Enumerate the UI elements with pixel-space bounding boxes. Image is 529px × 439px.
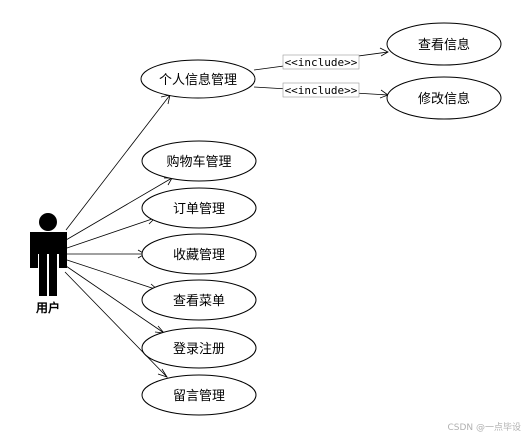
assoc-message [64,271,168,378]
usecase-cart: 购物车管理 [141,140,257,182]
usecase-order: 订单管理 [141,187,257,229]
include-box-2 [282,82,360,98]
usecase-view-info-label: 查看信息 [418,37,470,53]
include-arrow-view-info-icon [379,47,389,57]
include-label-1: <<include>> [285,56,358,69]
usecase-view-menu-label: 查看菜单 [173,293,225,309]
usecase-personal-info-label: 个人信息管理 [159,72,237,88]
actor-figure-icon [30,213,67,296]
usecase-login: 登录注册 [141,327,257,369]
include-label-2: <<include>> [285,84,358,97]
arrow-message-icon [157,368,168,378]
assoc-view-menu [66,259,159,291]
usecase-message-label: 留言管理 [173,389,225,404]
usecase-cart-label: 购物车管理 [166,154,231,170]
usecase-view-menu: 查看菜单 [141,279,257,321]
usecase-favorite: 收藏管理 [141,233,257,275]
assoc-cart [65,177,173,241]
usecase-edit-info: 修改信息 [386,76,502,120]
actor-label: 用户 [35,300,60,315]
assoc-login [65,265,165,334]
usecase-order-label: 订单管理 [173,202,225,217]
usecase-edit-info-label: 修改信息 [418,91,470,107]
assoc-personal-info [65,94,171,231]
usecase-favorite-label: 收藏管理 [173,248,225,263]
usecase-message: 留言管理 [141,374,257,416]
include-relations: <<include>> <<include>> [253,47,389,99]
usecase-login-label: 登录注册 [173,342,225,357]
usecase-personal-info: 个人信息管理 [140,59,256,99]
usecase-view-info: 查看信息 [386,22,502,66]
include-box-1 [282,54,360,70]
watermark: CSDN @一点毕设 [447,423,521,433]
assoc-order [66,217,156,249]
actor-user: 用户 [30,213,67,315]
